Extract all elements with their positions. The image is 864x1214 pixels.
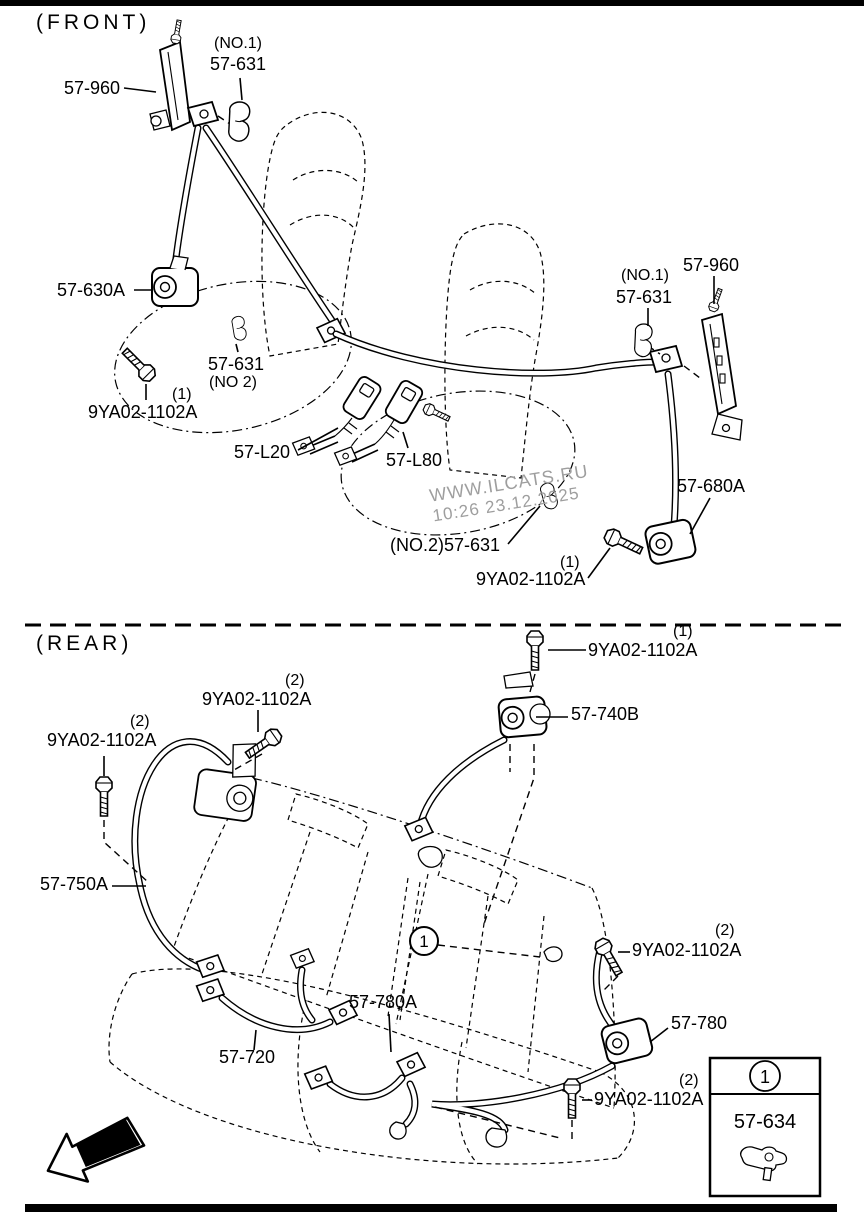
- label-front-clip-no2[interactable]: 57-631: [208, 354, 265, 374]
- rear-left-bolt-drawing[interactable]: [95, 776, 113, 817]
- rear-leader-lines: [103, 649, 669, 1101]
- label-rear-belt-lap[interactable]: 57-720: [219, 1047, 276, 1067]
- rear-center-belt-assembly: [403, 630, 551, 925]
- front-right-adjuster-drawing[interactable]: [700, 286, 743, 441]
- label-front-bolt-left-qty: (1): [172, 386, 192, 403]
- label-front-buckle-57L20[interactable]: 57-L20: [234, 442, 291, 462]
- scan-edge-top: [0, 0, 864, 6]
- rear-left-belt-assembly: [95, 725, 285, 979]
- front-clip-no1-right-drawing[interactable]: [634, 323, 653, 358]
- front-clip-no2-left-drawing[interactable]: [230, 314, 249, 342]
- legend-part-drawing: [740, 1146, 788, 1182]
- label-front-clip-no1[interactable]: 57-631: [210, 54, 267, 74]
- label-rear-belt-left[interactable]: 57-750A: [40, 874, 109, 894]
- legend-part-number[interactable]: 57-634: [734, 1111, 796, 1133]
- label-rear-bolt-right[interactable]: 9YA02-1102A: [632, 940, 742, 960]
- label-rear-bolt-upper[interactable]: 9YA02-1102A: [202, 689, 312, 709]
- label-front-buckle-57L80[interactable]: 57-L80: [386, 450, 443, 470]
- front-right-belt-assembly: [538, 286, 743, 567]
- legend-box: 1 57-634: [708, 1056, 822, 1198]
- front-right-retractor-drawing[interactable]: [643, 517, 698, 567]
- front-right-bolt-drawing[interactable]: [601, 526, 646, 559]
- rear-center-bolt-drawing[interactable]: [526, 630, 544, 671]
- rear-left-retractor-drawing[interactable]: [193, 737, 261, 822]
- label-front-clip-no2-qual: (NO 2): [209, 374, 257, 391]
- label-front-clip-bottom[interactable]: (NO.2)57-631: [390, 535, 501, 555]
- front-buckle-57L80-drawing[interactable]: [384, 379, 425, 426]
- front-right-seat: [340, 223, 576, 536]
- label-front-retractor-right[interactable]: 57-680A: [677, 476, 746, 496]
- label-rear-bolt-upper-qty: (2): [285, 672, 305, 689]
- rear-right-belt-assembly: [431, 935, 655, 1148]
- front-buckles: [291, 330, 662, 467]
- label-rear-bolt-right-qty: (2): [715, 922, 735, 939]
- label-front-adjuster-left[interactable]: 57-960: [64, 78, 121, 98]
- rear-section-title: (REAR): [36, 632, 133, 655]
- label-rear-retractor-center[interactable]: 57-740B: [571, 704, 640, 724]
- label-front-bolt-left[interactable]: 9YA02-1102A: [88, 402, 198, 422]
- label-front-bolt-right-qty: (1): [560, 554, 580, 571]
- scan-edge-bottom: [25, 1204, 837, 1212]
- front-left-adjuster-drawing[interactable]: [149, 18, 191, 132]
- rear-lap-belts: [195, 947, 427, 1140]
- label-rear-bolt-bottom[interactable]: 9YA02-1102A: [594, 1089, 704, 1109]
- label-rear-bolt-bottom-qty: (2): [679, 1072, 699, 1089]
- label-rear-bolt-center-qty: (1): [673, 623, 693, 640]
- label-front-retractor-left[interactable]: 57-630A: [57, 280, 126, 300]
- label-front-clip-right-qual: (NO.1): [621, 267, 669, 284]
- legend-item-ref: 1: [760, 1067, 770, 1087]
- fwd-arrow: FWD: [46, 1116, 146, 1183]
- front-section-drawing: [114, 18, 743, 579]
- rear-bench-seat: [108, 777, 636, 1165]
- rear-section-drawing: 1: [95, 630, 669, 1165]
- label-rear-bolt-left-qty: (2): [130, 713, 150, 730]
- label-front-bolt-right[interactable]: 9YA02-1102A: [476, 569, 586, 589]
- label-front-clip-no1-qual: (NO.1): [214, 35, 262, 52]
- rear-center-retractor-drawing[interactable]: [497, 671, 551, 739]
- front-section-title: (FRONT): [36, 11, 151, 34]
- label-rear-retractor-right[interactable]: 57-780: [671, 1013, 728, 1033]
- front-clip-no1-left-drawing[interactable]: [228, 101, 251, 142]
- front-leader-lines: [123, 77, 715, 579]
- front-left-belt-assembly: [118, 18, 347, 385]
- label-rear-bolt-center[interactable]: 9YA02-1102A: [588, 640, 698, 660]
- front-left-retractor-drawing[interactable]: [151, 255, 199, 307]
- rear-bottom-bolt-drawing[interactable]: [563, 1078, 581, 1119]
- label-rear-belt-center[interactable]: 57-780A: [349, 992, 418, 1012]
- front-buckle-57L20-drawing[interactable]: [341, 375, 383, 422]
- front-left-seat: [114, 111, 366, 434]
- callout-1: 1: [409, 926, 563, 963]
- front-left-bolt-drawing[interactable]: [118, 344, 159, 385]
- label-rear-bolt-left[interactable]: 9YA02-1102A: [47, 730, 157, 750]
- label-front-adjuster-right[interactable]: 57-960: [683, 255, 740, 275]
- label-front-clip-right[interactable]: 57-631: [616, 287, 673, 307]
- callout-ref-text: 1: [419, 932, 428, 951]
